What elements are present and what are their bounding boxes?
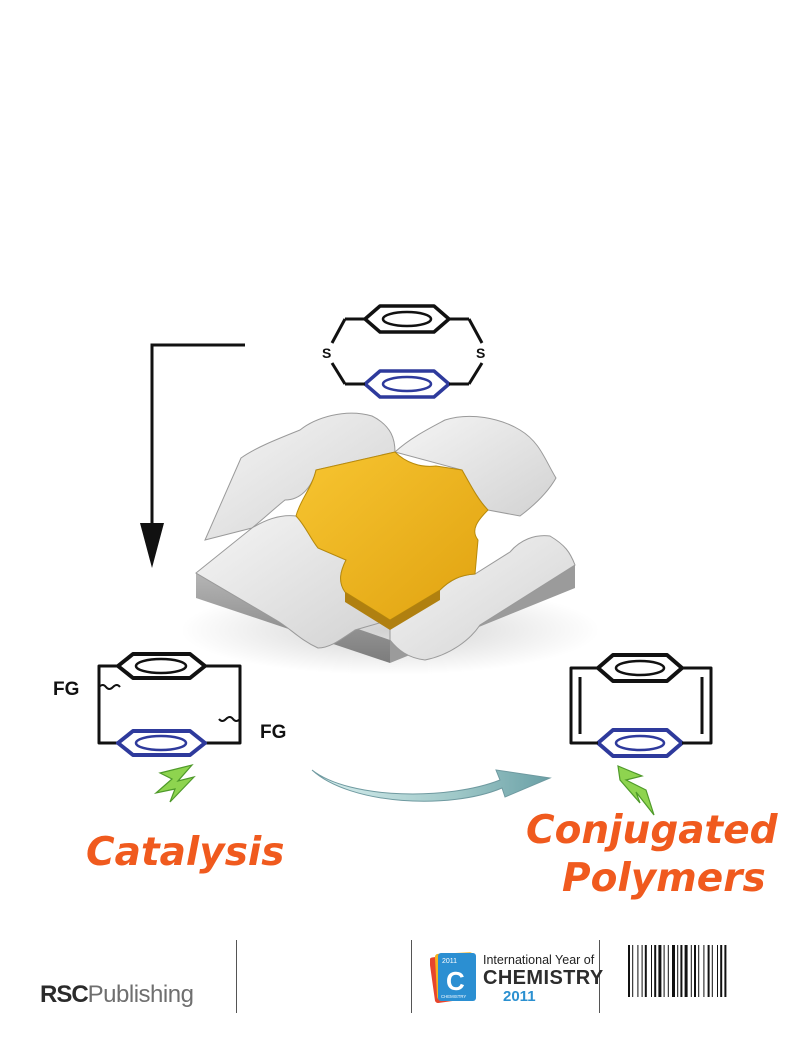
rsc-logo-light: Publishing [87, 981, 194, 1008]
functionalized-cyclophane [97, 652, 242, 757]
barcode-bar [654, 945, 657, 997]
barcode-bar [651, 945, 652, 997]
iyc-logo-word: CHEMISTRY [441, 994, 466, 999]
barcode-bar [698, 945, 700, 997]
rsc-logo-bold: RSC [40, 981, 89, 1008]
fg-label-left: FG [53, 679, 79, 700]
curved-arrow [311, 769, 552, 802]
barcode-bar [658, 945, 662, 997]
barcode-bar [690, 945, 692, 997]
sulfur-label-left: S [322, 345, 331, 361]
barcode-bar [684, 945, 688, 997]
barcode-bar [680, 945, 683, 997]
footer-divider-3 [599, 940, 600, 1013]
barcode-bar [711, 945, 713, 997]
barcode-bar [707, 945, 710, 997]
barcode-bar [632, 945, 634, 997]
barcode-bar [672, 945, 675, 997]
barcode-bar [663, 945, 665, 997]
barcode-bar [720, 945, 723, 997]
lightning-icon-right [617, 765, 655, 816]
conjugated-caption: Conjugated [526, 808, 779, 853]
rsc-publishing-logo: RSCPublishing [40, 981, 194, 1009]
iyc-logo-letter: C [446, 966, 465, 996]
barcode-bar [717, 945, 718, 997]
barcode-bar [667, 945, 669, 997]
barcode-bar [644, 945, 647, 997]
footer-divider-2 [411, 940, 412, 1013]
barcode-bar [637, 945, 639, 997]
polymers-caption: Polymers [562, 856, 766, 901]
footer-divider-1 [236, 940, 237, 1013]
barcode-bar [641, 945, 643, 997]
barcode-bar [628, 945, 630, 997]
barcode-bar [703, 945, 705, 997]
barcode [628, 945, 727, 997]
fg-label-right: FG [260, 722, 286, 743]
barcode-bar [694, 945, 696, 997]
sulfur-label-right: S [476, 345, 485, 361]
barcode-bar [677, 945, 679, 997]
catalysis-caption: Catalysis [86, 830, 285, 875]
iyc-logo-year: 2011 [442, 958, 457, 965]
arrow [140, 343, 245, 568]
iyc-line1: International Year of [483, 953, 595, 967]
iyc-logo-icon: 2011 C CHEMISTRY [430, 952, 476, 1004]
dithia-cyclophane [330, 304, 484, 399]
conjugated-cyclophane [569, 653, 713, 758]
puzzle [180, 412, 600, 675]
iyc-2011-logo: 2011 C CHEMISTRY International Year of C… [430, 947, 603, 1009]
iyc-line2: CHEMISTRY [483, 967, 604, 989]
lightning-icon-left [153, 763, 196, 803]
barcode-bar [724, 945, 727, 997]
iyc-line3: 2011 [503, 988, 536, 1005]
